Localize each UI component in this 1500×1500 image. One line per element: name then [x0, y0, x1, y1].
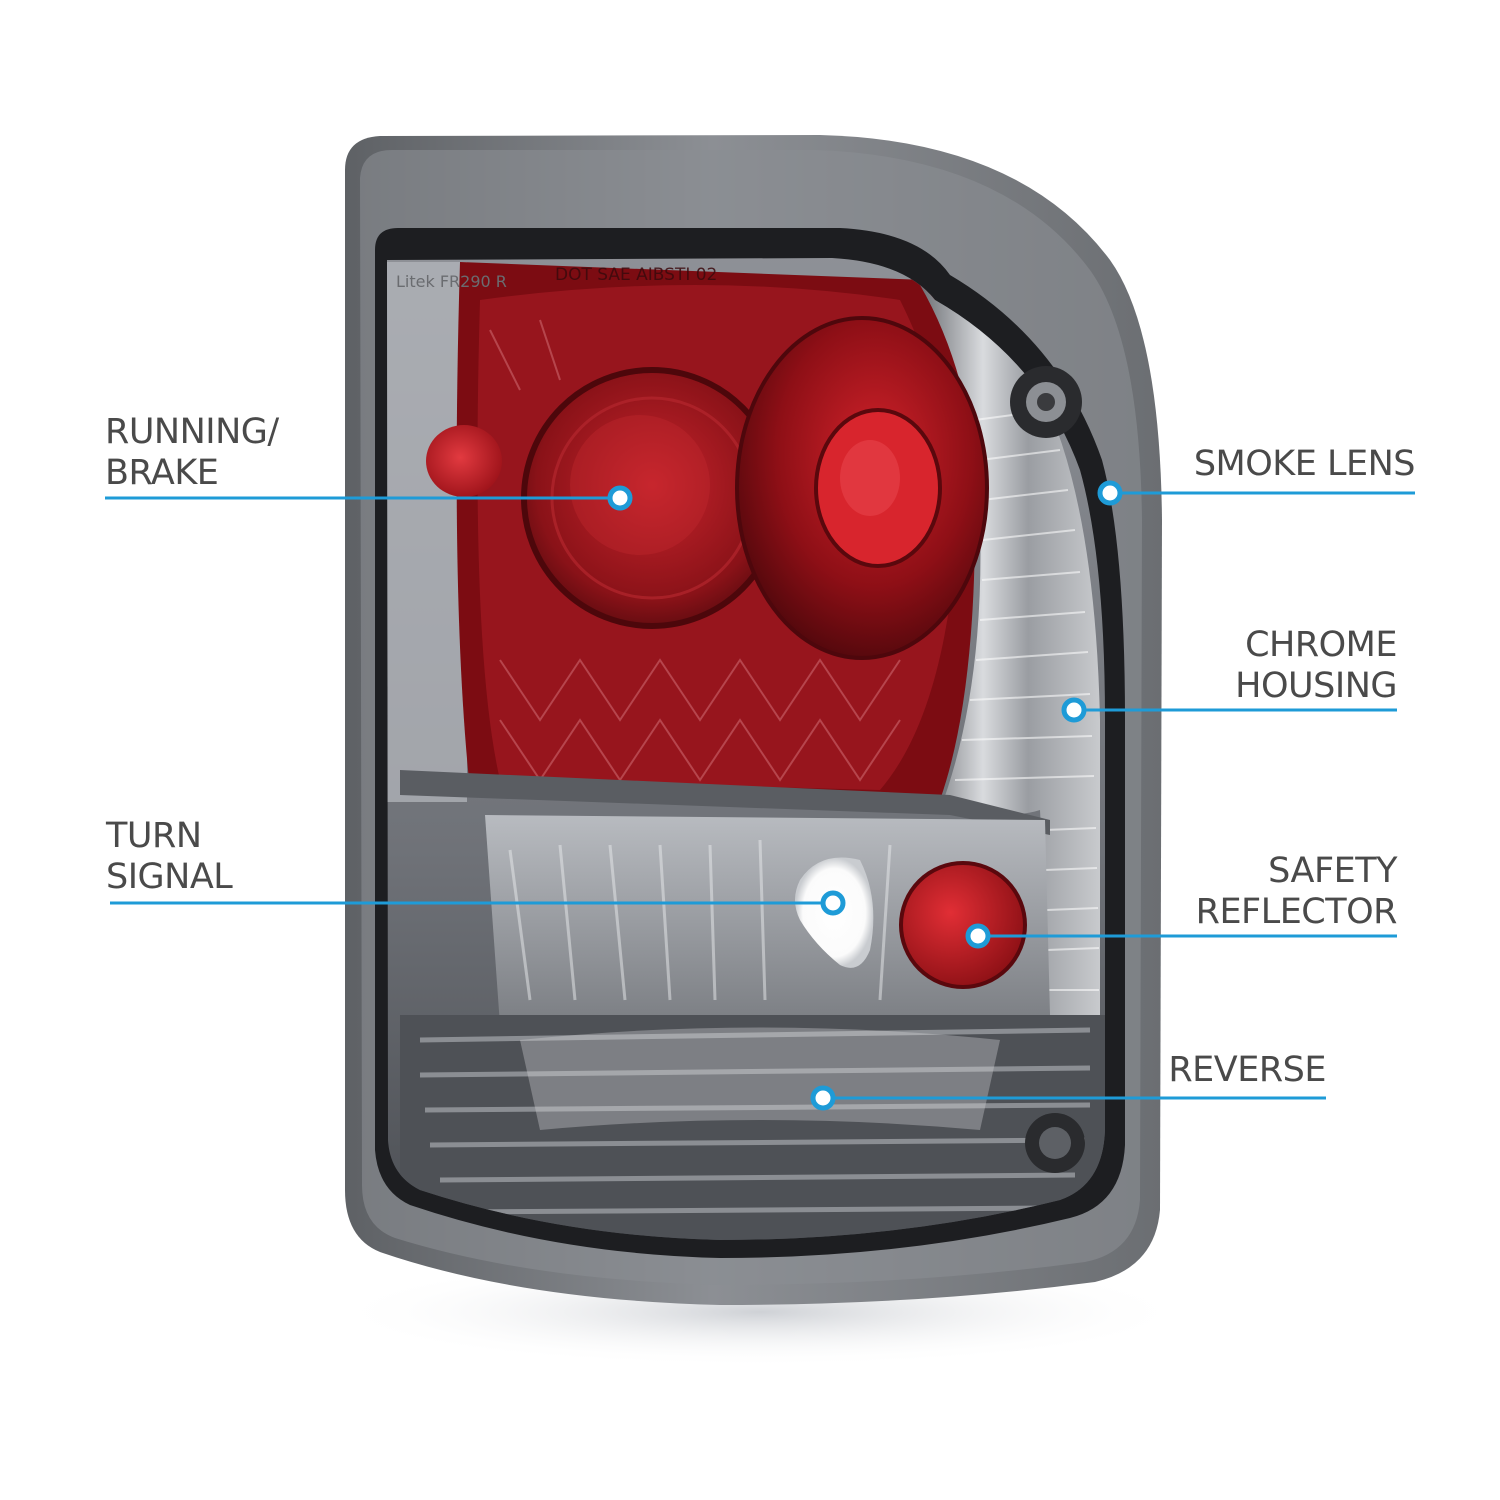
- safety-reflector-label: SAFETY REFLECTOR: [1195, 851, 1398, 933]
- safety-reflector-label-line2: REFLECTOR: [1195, 892, 1398, 932]
- chrome-housing-label: CHROME HOUSING: [1235, 625, 1397, 707]
- lens-dot-code: DOT SAE AIBSTI 02: [555, 265, 717, 285]
- turn-signal-dot: [820, 890, 846, 916]
- chrome-housing-label-line2: HOUSING: [1235, 666, 1397, 706]
- reverse-label: REVERSE: [1168, 1050, 1326, 1091]
- running-brake-label-line1: RUNNING/: [105, 412, 279, 452]
- chrome-housing-dot: [1061, 697, 1087, 723]
- running-brake-label: RUNNING/ BRAKE: [105, 412, 279, 494]
- safety-reflector-disc: [899, 861, 1027, 989]
- smoke-lens-label-line1: SMOKE LENS: [1193, 444, 1416, 484]
- smoke-lens-dot: [1097, 480, 1123, 506]
- callout-dots: [607, 480, 1123, 1111]
- side-red-knob: [426, 425, 502, 497]
- lens-part-code: Litek FR290 R: [396, 272, 507, 291]
- reverse-label-line1: REVERSE: [1168, 1050, 1326, 1090]
- chrome-housing-label-line1: CHROME: [1245, 625, 1397, 665]
- running-brake-label-line2: BRAKE: [105, 453, 219, 493]
- safety-reflector-dot: [965, 923, 991, 949]
- turn-signal-clear-section: [485, 815, 1050, 1025]
- upper-mount-post: [1010, 366, 1082, 438]
- callout-lines: [105, 491, 1415, 1100]
- lower-mount-post: [1025, 1113, 1085, 1173]
- turn-signal-label-line1: TURN: [106, 816, 202, 856]
- reverse-section: [400, 1015, 1105, 1240]
- turn-signal-label-line2: SIGNAL: [106, 857, 233, 897]
- chrome-housing-strip: [920, 285, 1100, 1020]
- safety-reflector-label-line1: SAFETY: [1268, 851, 1397, 891]
- reverse-dot: [810, 1085, 836, 1111]
- running-brake-dot: [607, 485, 633, 511]
- smoke-lens-label: SMOKE LENS: [1193, 444, 1416, 485]
- turn-signal-label: TURN SIGNAL: [106, 816, 233, 898]
